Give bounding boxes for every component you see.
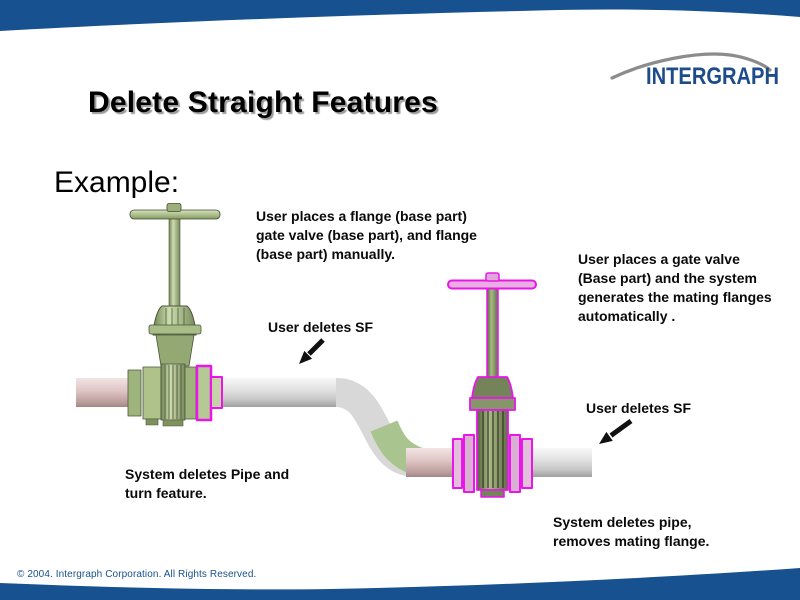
pipe-lower-gray xyxy=(528,448,592,477)
valve-right-flange-right-outer xyxy=(521,438,533,489)
copyright-text: © 2004. Intergraph Corporation. All Righ… xyxy=(17,569,257,580)
annotation-system-deletes-left: System deletes Pipe and turn feature. xyxy=(125,466,290,501)
pipe-left-pink xyxy=(76,378,136,407)
annotation-system-deletes-right: System deletes pipe, removes mating flan… xyxy=(553,514,710,549)
valve-right-foot xyxy=(480,489,505,498)
valve-left-foot-b xyxy=(162,419,184,427)
piping-diagram xyxy=(76,203,633,498)
valve-right-collar xyxy=(469,397,516,411)
annotation-place-manual: User places a flange (base part) gate va… xyxy=(256,208,477,262)
intergraph-logo: INTERGRAPH xyxy=(610,52,779,90)
bottom-border-band xyxy=(0,568,800,600)
example-label: Example: xyxy=(54,166,180,199)
valve-left-stem xyxy=(168,217,181,309)
valve-left-neck xyxy=(155,334,195,367)
annotation-user-deletes-sf-left: User deletes SF xyxy=(268,319,374,335)
valve-left-bonnet-ribs xyxy=(165,308,185,333)
valve-right-body-ribs xyxy=(482,411,504,488)
page-title: Delete Straight Features xyxy=(88,86,438,119)
valve-left-mating-stub-highlight xyxy=(210,376,223,409)
swoosh-icon xyxy=(610,52,772,80)
valve-right-flange-left-outer xyxy=(452,438,463,489)
gate-valve-left xyxy=(127,203,223,427)
valve-right-knob xyxy=(485,272,500,282)
logo-text: INTERGRAPH xyxy=(646,63,779,90)
arrow-down-left-icon-2 xyxy=(599,418,633,444)
valve-left-flange-inner xyxy=(142,366,162,420)
valve-left-flange-outer xyxy=(127,369,142,417)
annotation-place-auto: User places a gate valve (Base part) and… xyxy=(578,251,772,324)
valve-right-bonnet xyxy=(471,376,514,399)
valve-right-flange-left-inner xyxy=(463,434,475,493)
valve-left-flange-right xyxy=(184,366,197,420)
valve-right-flange-right-inner xyxy=(509,434,521,493)
arrow-down-left-icon-1 xyxy=(299,338,325,364)
top-border-band xyxy=(0,0,800,31)
annotation-user-deletes-sf-right: User deletes SF xyxy=(586,400,692,416)
pipe-lower-pink xyxy=(406,448,458,477)
valve-left-body-ribs xyxy=(164,365,182,419)
valve-left-foot-a xyxy=(145,418,159,426)
valve-right-stem xyxy=(486,286,499,380)
valve-left-knob xyxy=(166,203,182,212)
gate-valve-right xyxy=(447,272,537,498)
valve-left-wings xyxy=(148,324,202,335)
valve-left-mating-flange-highlight xyxy=(195,364,213,422)
